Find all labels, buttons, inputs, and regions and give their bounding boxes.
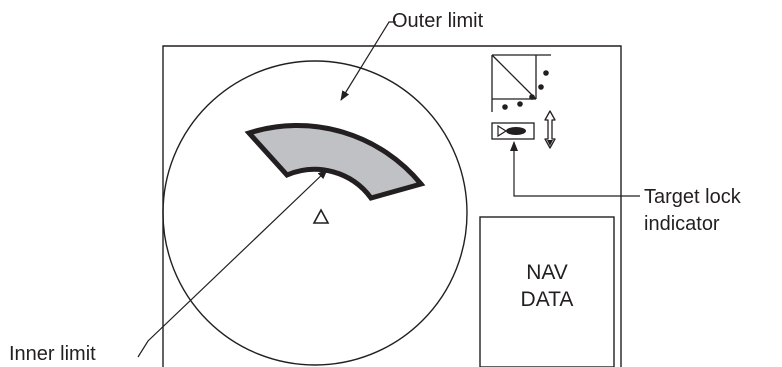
double-arrow-icon	[544, 110, 556, 149]
dot-scale-icon	[491, 54, 551, 112]
triangle-icon	[312, 208, 330, 224]
inner-limit-leader	[137, 169, 328, 358]
inner-limit-label: Inner limit	[9, 343, 96, 365]
target-lock-label-line2: indicator	[644, 213, 720, 235]
nav-data-box	[479, 216, 615, 367]
nav-data-line1: NAV	[526, 261, 568, 284]
outer-limit-label: Outer limit	[392, 10, 484, 32]
outer-limit-leader	[340, 21, 396, 101]
target-lock-label-line1: Target lock	[644, 186, 742, 208]
target-lock-leader	[510, 141, 640, 197]
screen-frame	[162, 45, 622, 367]
search-sector	[244, 123, 426, 201]
nav-data-line2: DATA	[521, 288, 574, 311]
range-circle	[162, 60, 468, 366]
fish-icon	[491, 122, 535, 140]
